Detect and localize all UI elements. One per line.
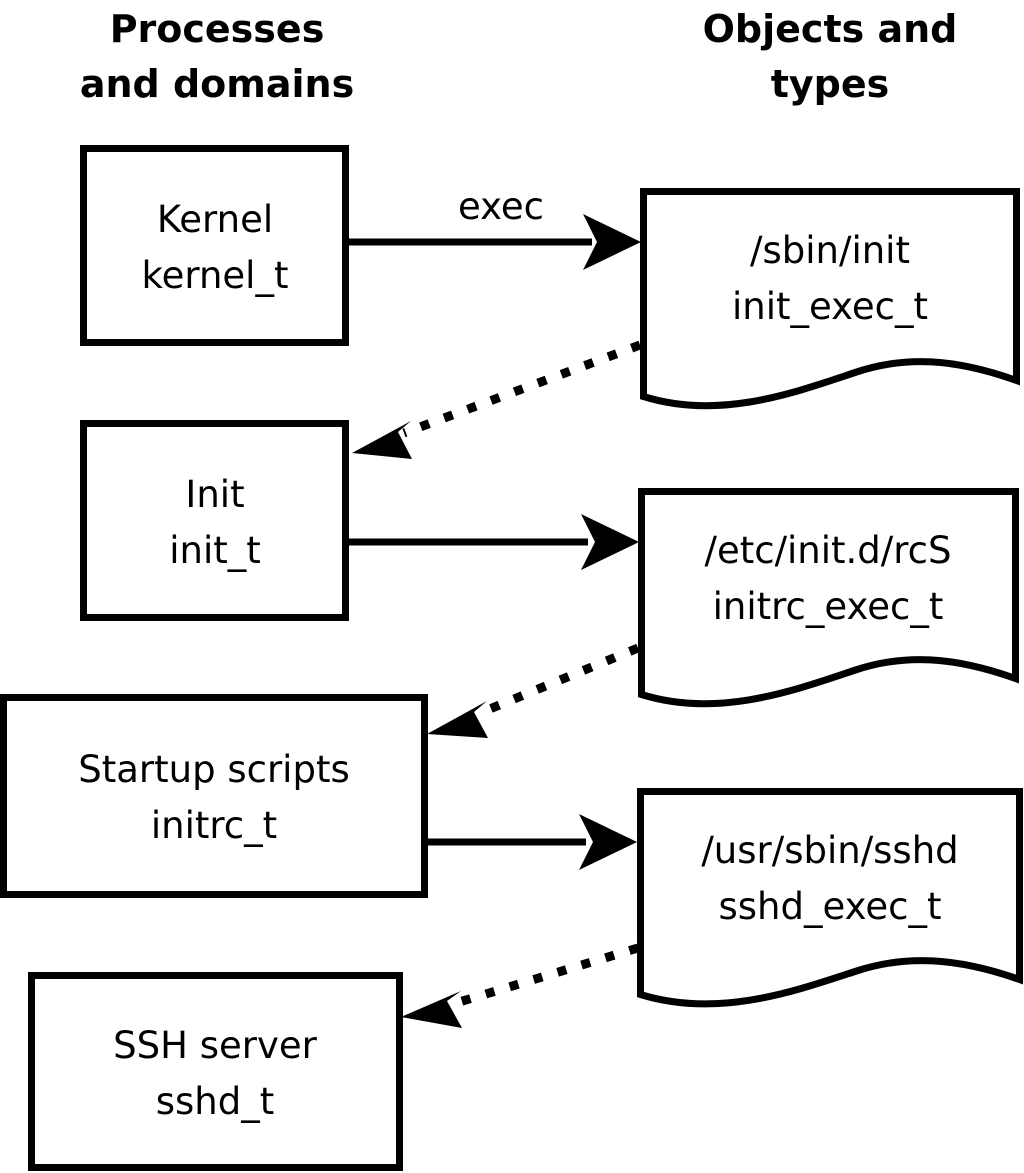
edge-init-exec-rcs-arrowhead [581, 514, 639, 570]
edge-rcsexec-transition-initrc-arrowhead [427, 701, 488, 738]
edge-rcsexec-transition-initrc [427, 643, 640, 738]
object-node-sbin-init-type: init_exec_t [732, 285, 928, 328]
object-node-etc-initd-rcs-document-shape[interactable] [638, 488, 1019, 708]
edge-initexec-transition-init [352, 340, 642, 459]
process-node-initrc[interactable]: Startup scripts initrc_t [0, 694, 428, 898]
edge-sshdexec-transition-sshd-arrowhead [401, 991, 462, 1028]
process-node-kernel-name: Kernel [157, 198, 273, 241]
edge-initrc-exec-sshd [428, 814, 637, 870]
object-node-usr-sbin-sshd-document-shape[interactable] [637, 788, 1023, 1008]
process-node-sshd[interactable]: SSH server sshd_t [28, 972, 403, 1171]
process-node-init-name: Init [185, 473, 244, 516]
column-header-objects-line1: Objects and [703, 7, 958, 51]
edge-label-exec: exec [458, 185, 544, 228]
process-node-sshd-name: SSH server [113, 1024, 317, 1067]
edge-kernel-exec-init: exec [348, 185, 641, 270]
column-header-objects-line2: types [771, 62, 890, 106]
object-node-etc-initd-rcs[interactable]: /etc/init.d/rcS initrc_exec_t [638, 488, 1019, 708]
column-header-objects: Objects and types [703, 7, 958, 106]
process-node-initrc-box[interactable] [0, 694, 428, 898]
object-node-sbin-init-document-shape[interactable] [640, 188, 1020, 410]
column-header-processes-line2: and domains [80, 62, 354, 106]
column-header-processes-line1: Processes [110, 7, 325, 51]
edge-sshdexec-transition-sshd-line [454, 943, 640, 1008]
process-node-kernel-type: kernel_t [142, 254, 289, 297]
object-node-etc-initd-rcs-type: initrc_exec_t [713, 585, 944, 628]
edge-init-exec-rcs [348, 514, 639, 570]
process-node-sshd-type: sshd_t [156, 1080, 275, 1123]
column-header-processes: Processes and domains [80, 7, 354, 106]
process-node-init-type: init_t [169, 529, 261, 572]
object-node-sbin-init[interactable]: /sbin/init init_exec_t [640, 188, 1020, 410]
edge-sshdexec-transition-sshd [401, 943, 640, 1028]
object-node-usr-sbin-sshd[interactable]: /usr/sbin/sshd sshd_exec_t [637, 788, 1023, 1008]
process-node-kernel[interactable]: Kernel kernel_t [80, 145, 349, 346]
process-node-kernel-box[interactable] [80, 145, 349, 346]
object-node-usr-sbin-sshd-path: /usr/sbin/sshd [701, 829, 958, 872]
edge-initrc-exec-sshd-arrowhead [579, 814, 637, 870]
process-node-init-box[interactable] [80, 420, 349, 621]
process-node-sshd-box[interactable] [28, 972, 403, 1171]
edge-initexec-transition-init-line [402, 340, 642, 438]
edge-kernel-exec-init-arrowhead [583, 214, 641, 270]
object-node-sbin-init-path: /sbin/init [750, 229, 910, 272]
edge-initexec-transition-init-arrowhead [352, 421, 412, 459]
edge-rcsexec-transition-initrc-line [478, 643, 640, 718]
process-node-initrc-name: Startup scripts [78, 748, 349, 791]
object-node-usr-sbin-sshd-type: sshd_exec_t [719, 885, 942, 928]
process-node-init[interactable]: Init init_t [80, 420, 349, 621]
process-node-initrc-type: initrc_t [151, 804, 277, 847]
object-node-etc-initd-rcs-path: /etc/init.d/rcS [704, 529, 951, 572]
